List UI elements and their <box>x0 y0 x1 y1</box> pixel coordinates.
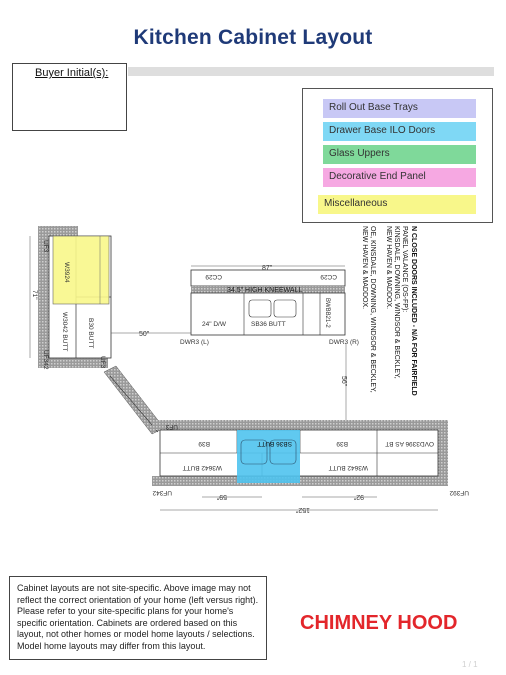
label-dwr3-r: DWR3 (R) <box>329 339 359 346</box>
side-note-line-6: NEW HAVEN & MADDOX. <box>361 226 368 309</box>
left-wall-hatch <box>38 226 49 358</box>
sink-bowl-right <box>273 299 297 318</box>
page-title: Kitchen Cabinet Layout <box>133 26 373 49</box>
kneewall-base-run <box>190 292 346 336</box>
label-sb36-kneewall: SB36 BUTT <box>251 321 286 328</box>
side-note: N CLOSE DOORS INCLUDED - N/A FOR FAIRFIE… <box>361 226 417 396</box>
label-bwbb21: BWBB21-2 <box>324 298 330 328</box>
label-high-kneewall: 34.5" HIGH KNEEWALL <box>227 287 302 294</box>
kneewall-hatch <box>191 286 345 293</box>
label-uf3-corner: UF3 <box>99 356 106 369</box>
label-uf342-left: UF342 <box>42 350 49 370</box>
label-w3924: W3924 <box>63 262 70 283</box>
side-note-line-1: N CLOSE DOORS INCLUDED - N/A FOR FAIRFIE… <box>410 226 417 396</box>
label-b39-right: B39 <box>336 440 348 447</box>
buyer-initials-label: Buyer Initial(s): <box>35 67 109 79</box>
w3924-highlight <box>53 236 109 304</box>
left-wall-top-hatch <box>38 226 78 236</box>
sink-bowl-left <box>248 299 272 318</box>
left-wall-section: UF3 W3924 71" W3042 BUTT B30 BUTT UF342 … <box>29 226 112 370</box>
label-w3042: W3042 BUTT <box>61 312 68 351</box>
sb36-highlight <box>237 430 300 483</box>
header-rule <box>128 67 494 76</box>
page-number: 1 / 1 <box>462 660 478 669</box>
label-uf392: UF392 <box>449 489 469 496</box>
legend-drawer-base-ilo-doors: Drawer Base ILO Doors <box>323 122 476 141</box>
side-note-line-2: PANEL VALANCE (OS-FP): <box>401 226 408 312</box>
label-dim-59: 59" <box>216 493 227 500</box>
label-b30: B30 BUTT <box>87 318 94 348</box>
label-dim-56: 56" <box>340 376 347 387</box>
label-uf342-back: UF342 <box>152 489 172 496</box>
legend-miscellaneous: Miscellaneous <box>318 195 476 214</box>
label-sb36-back: SB36 BUTT <box>257 440 292 447</box>
label-cc29-right: CC29 <box>320 273 337 280</box>
chimney-hood-callout: CHIMNEY HOOD <box>300 612 458 634</box>
side-note-line-3: KINSDALE, DOWNING, WINDSOR & BECKLEY, <box>393 226 400 379</box>
label-dim-152: 152" <box>295 506 310 513</box>
label-dw: 24" D/W <box>202 321 227 328</box>
color-legend: Roll Out Base Trays Drawer Base ILO Door… <box>302 88 493 223</box>
label-uf3-back: UF3 <box>165 423 178 430</box>
label-cc29-left: CC29 <box>205 273 222 280</box>
side-note-line-5: OE, KINSDALE, DOWNING, WINDSOR & BECKLEY… <box>369 226 376 393</box>
buyer-initials-box[interactable]: Buyer Initial(s): <box>12 63 127 131</box>
legend-glass-uppers: Glass Uppers <box>323 145 476 164</box>
label-dim-92: 92" <box>353 493 364 500</box>
label-dim-71: 71" <box>31 290 38 300</box>
label-b39-left: B39 <box>198 440 210 447</box>
disclaimer-note: Cabinet layouts are not site-specific. A… <box>9 576 267 660</box>
label-w3642-left: W3642 BUTT <box>183 464 222 471</box>
kneewall-peninsula: 87" CC29 CC29 34.5" HIGH KNEEWALL SB36 B… <box>111 265 359 430</box>
legend-roll-out-base-trays: Roll Out Base Trays <box>323 99 476 118</box>
label-uf3-top: UF3 <box>42 240 49 253</box>
label-dim-50: 50" <box>139 331 150 338</box>
legend-decorative-end-panel: Decorative End Panel <box>323 168 476 187</box>
label-w3642-right: W3642 BUTT <box>329 464 368 471</box>
side-note-line-4: NEW HAVEN & MADDOX. <box>385 226 392 309</box>
label-ovd: OVD3396 AS BT <box>385 440 434 447</box>
label-dwr3-l: DWR3 (L) <box>180 339 209 346</box>
label-dim-87: 87" <box>262 265 273 272</box>
back-wall-section: UF3 B39 SB36 BUTT B39 OVD3396 AS BT W364… <box>152 420 469 513</box>
back-wall-right-hatch <box>438 420 448 486</box>
left-wall-bottom-hatch <box>38 358 108 368</box>
back-wall-top-hatch <box>152 420 448 430</box>
